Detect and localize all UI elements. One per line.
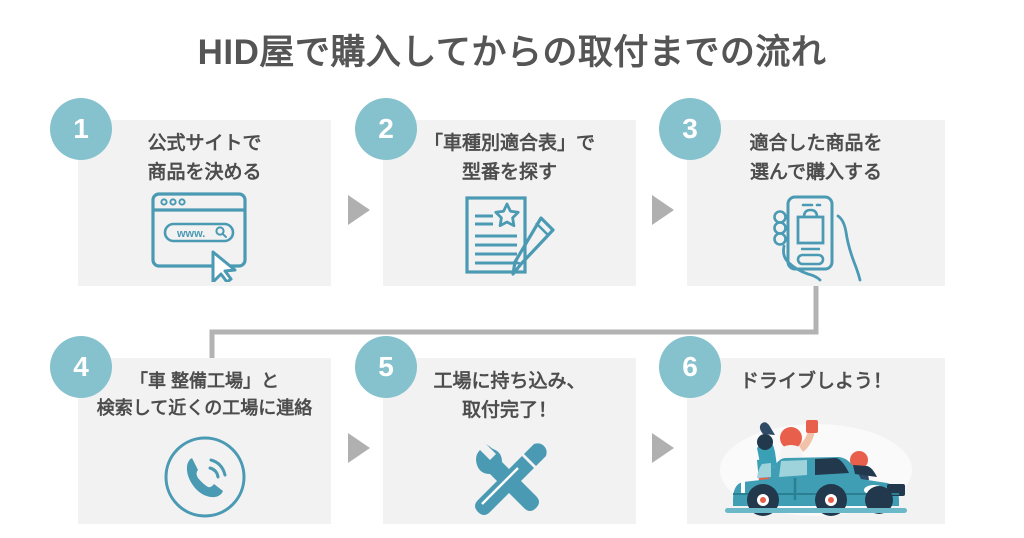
arrow-step2-to-step3: [652, 195, 674, 225]
family-in-car-illustration: [687, 408, 945, 520]
step-number-badge-4: 4: [50, 336, 112, 398]
step-label-2: 「車種別適合表」で 型番を探す: [423, 133, 595, 183]
flow-row-top: 1 公式サイトで 商品を決める www. 2 「車種別適合表」で 型番を探す: [0, 98, 1024, 290]
step-label-3: 適合した商品を 選んで購入する: [749, 133, 883, 183]
step-number-badge-6: 6: [659, 336, 721, 398]
step-card-1[interactable]: 1 公式サイトで 商品を決める www.: [50, 98, 331, 286]
arrow-step5-to-step6: [652, 433, 674, 463]
step-label-4: 「車 整備工場」と 検索して近くの工場に連絡: [96, 371, 313, 418]
phone-call-circle-icon: [78, 434, 331, 520]
svg-text:www.: www.: [176, 228, 205, 240]
page-title: HID屋で購入してからの取付までの流れ: [197, 33, 827, 72]
step-card-5[interactable]: 5 工場に持ち込み、 取付完了！: [355, 336, 636, 524]
step-card-3[interactable]: 3 適合した商品を 選んで購入する: [659, 98, 945, 286]
step-number-badge-2: 2: [355, 98, 417, 160]
document-pencil-star-icon: [383, 194, 636, 282]
step-number-badge-1: 1: [50, 98, 112, 160]
arrow-step1-to-step2: [348, 195, 370, 225]
step-number-badge-3: 3: [659, 98, 721, 160]
hand-smartphone-shopping-bag-icon: [687, 194, 945, 282]
step-number-badge-5: 5: [355, 336, 417, 398]
browser-window-search-icon: www.: [78, 190, 331, 282]
step-card-4[interactable]: 4 「車 整備工場」と 検索して近くの工場に連絡: [50, 336, 331, 524]
step-label-6: ドライブしよう！: [739, 371, 892, 392]
step-card-2[interactable]: 2 「車種別適合表」で 型番を探す: [355, 98, 636, 286]
step-card-6[interactable]: 6 ドライブしよう！: [659, 336, 945, 524]
flow-row-bottom: 4 「車 整備工場」と 検索して近くの工場に連絡 5 工場に持ち込み、 取付完了…: [0, 336, 1024, 528]
step-label-1: 公式サイトで 商品を決める: [147, 133, 262, 183]
wrench-screwdriver-icon: [383, 440, 636, 520]
connector-step3-to-step4: [209, 286, 819, 364]
arrow-step4-to-step5: [348, 433, 370, 463]
step-label-5: 工場に持ち込み、 取付完了！: [433, 371, 586, 421]
